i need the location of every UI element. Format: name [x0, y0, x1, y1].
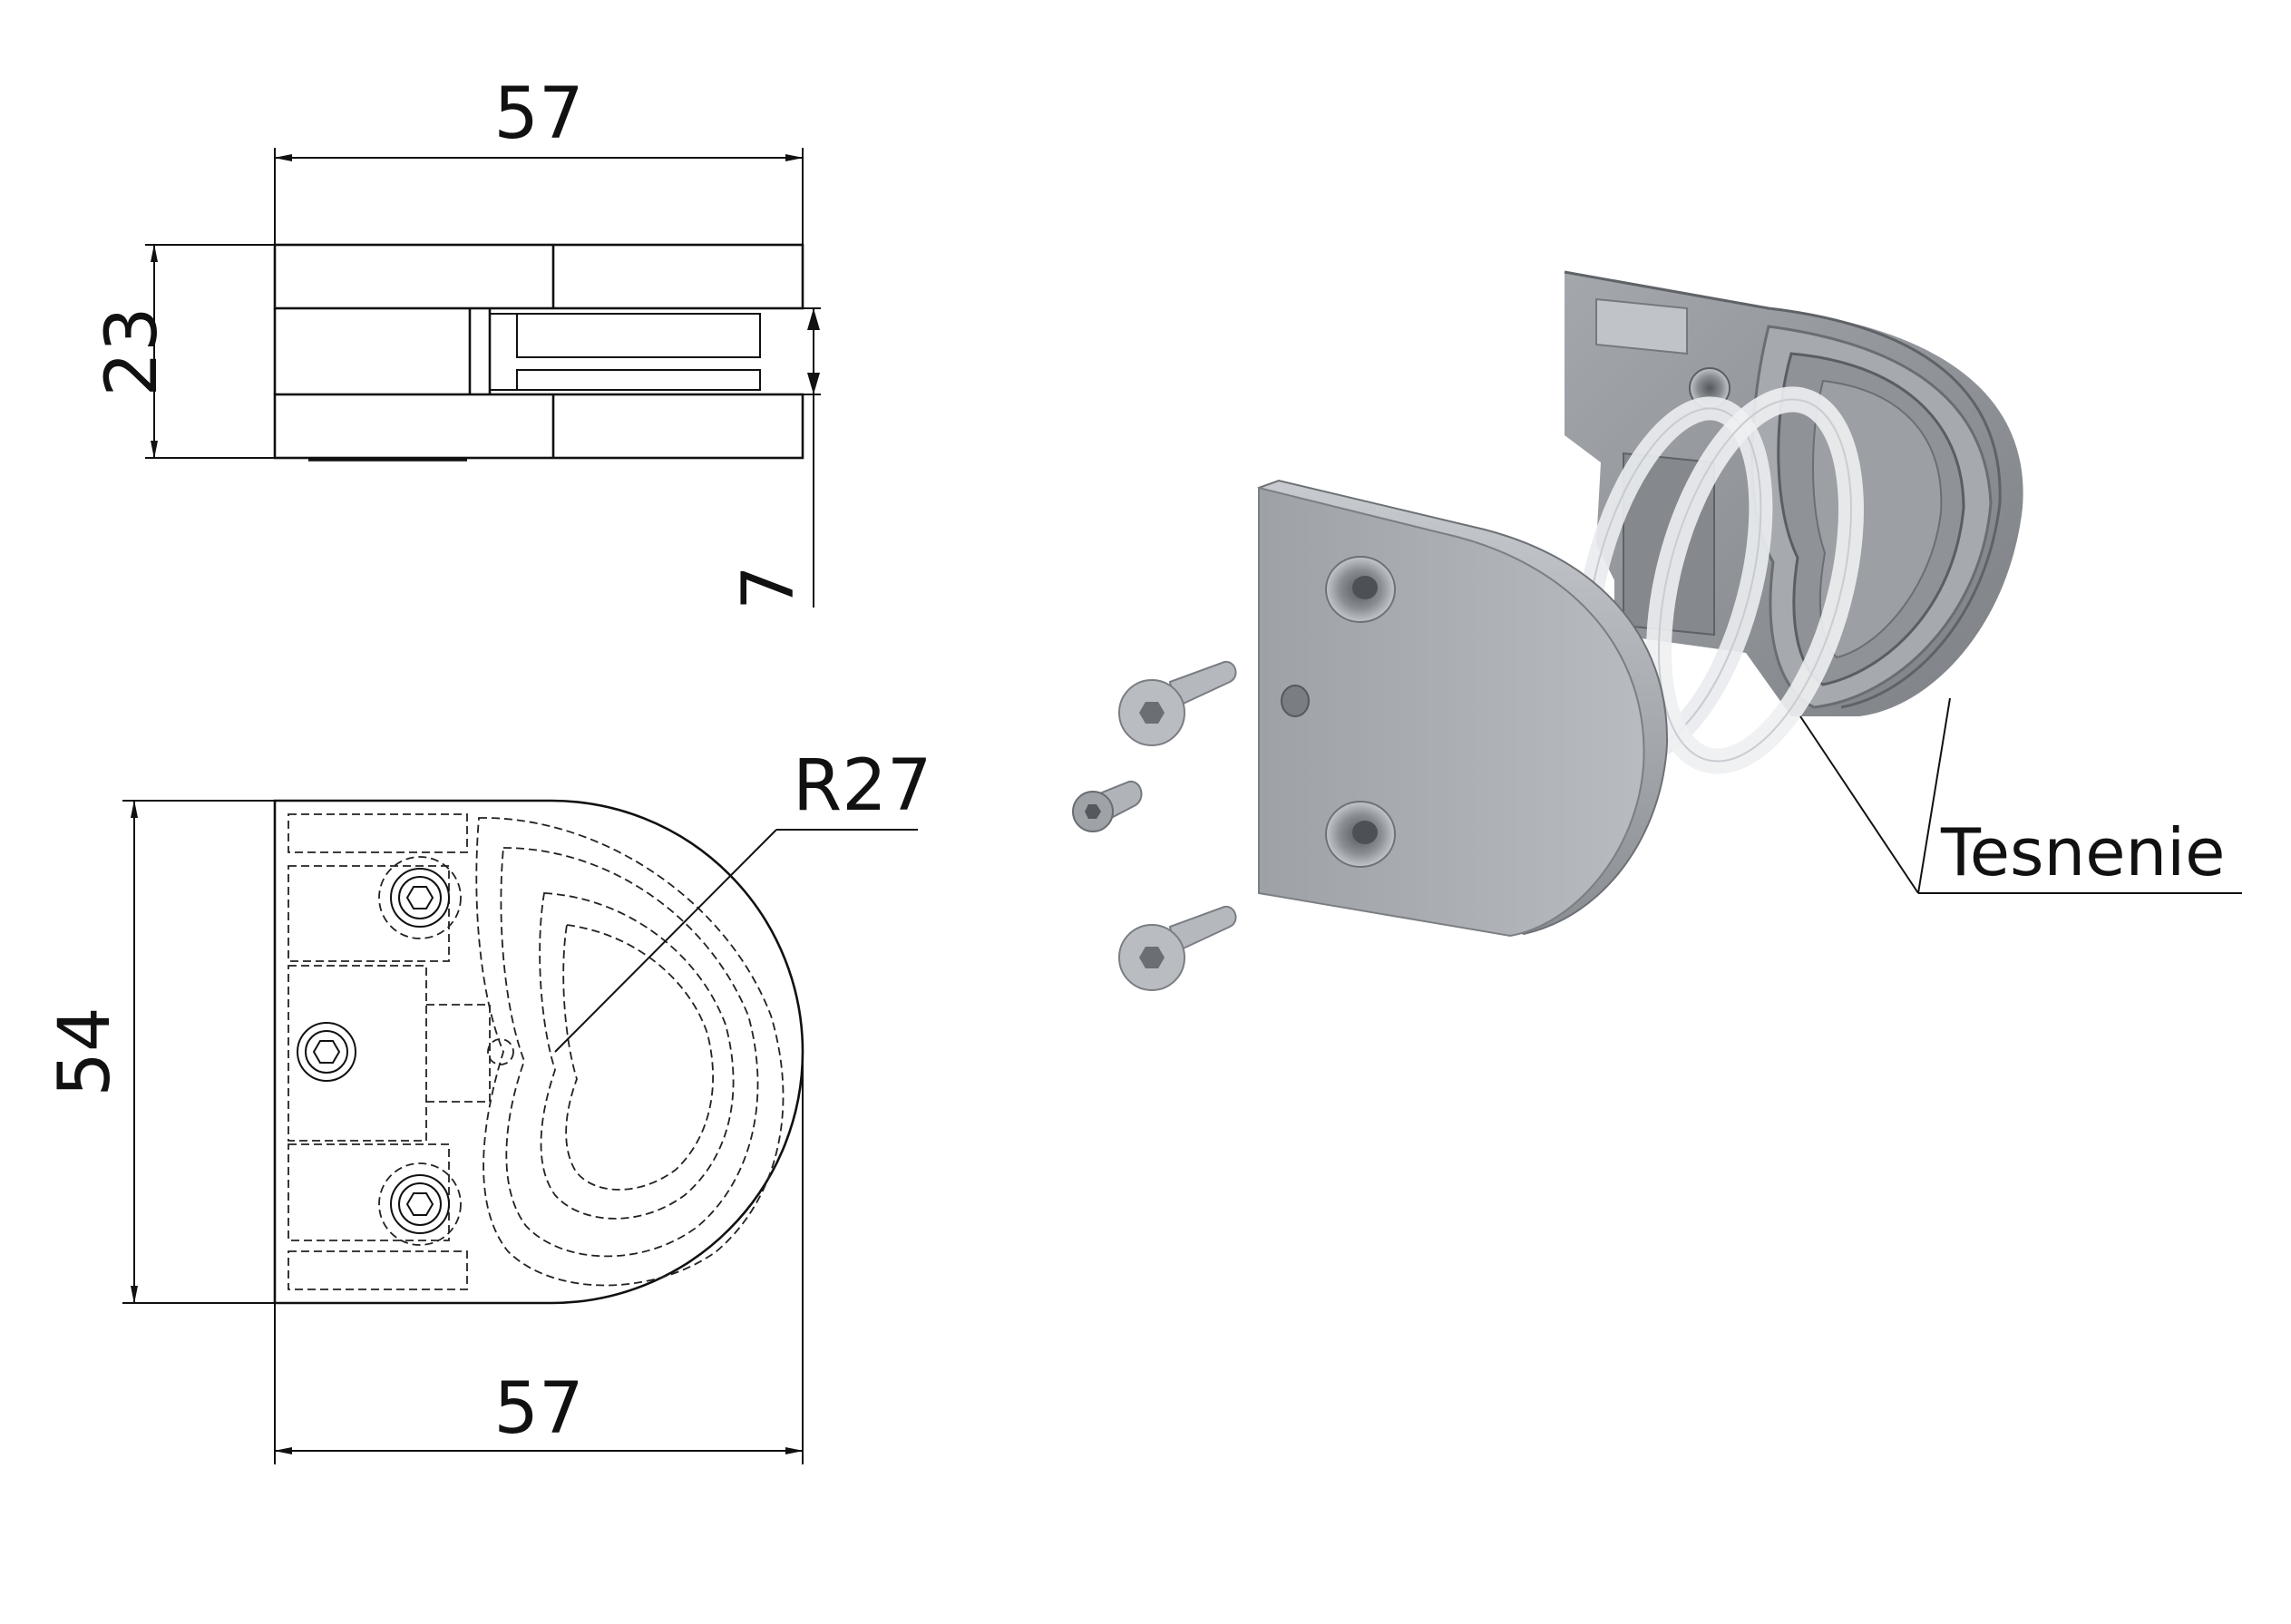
- side-view: 57 23 7: [92, 73, 821, 610]
- hidden-channel: [426, 1004, 491, 1103]
- hidden-seal-mid: [500, 847, 759, 1258]
- hidden-pin: [487, 1038, 514, 1065]
- hidden-pocket-bottom: [288, 1250, 468, 1290]
- hidden-block-2: [288, 965, 427, 1142]
- front-screw-middle: [297, 1022, 356, 1082]
- seal-leader-1: [1799, 715, 1919, 894]
- hidden-block-3: [288, 1143, 450, 1241]
- gap-arrow-bottom: [807, 373, 820, 394]
- front-clamp-plate: [1257, 479, 1669, 938]
- side-top-plate: [273, 243, 804, 310]
- front-outline: [273, 799, 804, 1305]
- seal-leader-2: [1917, 697, 1951, 894]
- front-width-label: 57: [493, 1368, 583, 1450]
- hidden-pocket-top: [288, 813, 468, 853]
- seal-label: Tesnenie: [1940, 814, 2225, 890]
- side-bottom-plate: [273, 393, 804, 460]
- hidden-cavity-outer: [539, 892, 735, 1220]
- front-screw-top: [378, 856, 462, 939]
- side-width-label: 57: [493, 73, 583, 155]
- front-view: 54 57: [44, 745, 931, 1464]
- gap-arrow-top: [807, 308, 820, 330]
- hidden-block-1: [288, 865, 450, 962]
- side-gasket-upper: [516, 313, 761, 358]
- countersunk-screw-top: [1118, 660, 1237, 746]
- exploded-view: Tesnenie: [1072, 270, 2242, 991]
- gap-label: 7: [728, 565, 810, 610]
- front-height-label: 54: [44, 1006, 126, 1096]
- radius-label: R27: [793, 745, 931, 827]
- set-screw: [1072, 780, 1143, 832]
- hidden-seal-outer: [475, 817, 785, 1287]
- radius-leader: [554, 829, 777, 1053]
- hidden-cavity-inner: [562, 923, 714, 1191]
- side-height-label: 23: [92, 306, 173, 396]
- front-screw-bottom: [378, 1162, 462, 1246]
- countersunk-screw-bottom: [1118, 905, 1237, 991]
- side-gasket-lower: [516, 369, 761, 391]
